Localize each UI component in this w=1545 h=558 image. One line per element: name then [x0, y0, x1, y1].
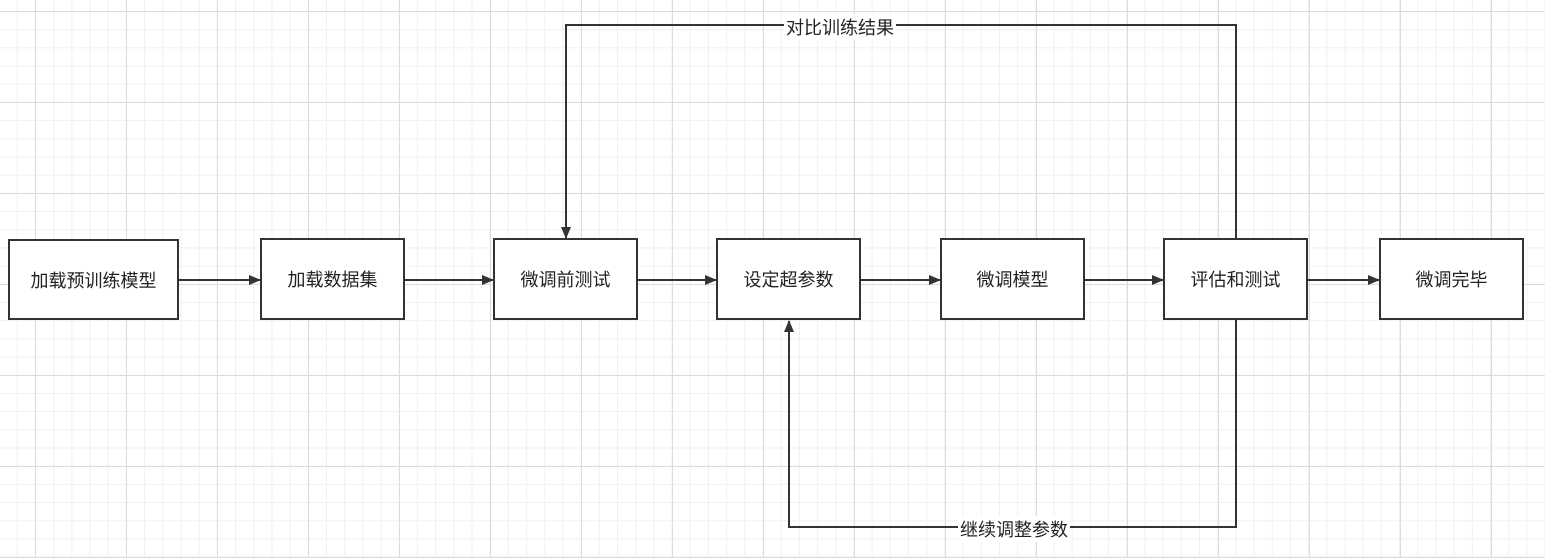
node-pre-finetune-test[interactable]: 微调前测试: [493, 238, 638, 320]
node-load-pretrained[interactable]: 加载预训练模型: [8, 239, 179, 320]
edge-label-compare-results: 对比训练结果: [784, 14, 896, 40]
node-load-dataset[interactable]: 加载数据集: [260, 238, 405, 320]
node-label: 评估和测试: [1190, 270, 1281, 291]
edge-evaluate-test-to-pre-finetune-test: [561, 24, 1237, 239]
node-set-hyperparams[interactable]: 设定超参数: [716, 238, 861, 320]
node-finetune-done[interactable]: 微调完毕: [1379, 238, 1524, 320]
node-label: 加载数据集: [287, 270, 378, 291]
edge-label-continue-adjust: 继续调整参数: [958, 516, 1070, 542]
node-evaluate-test[interactable]: 评估和测试: [1163, 238, 1308, 320]
node-label: 微调模型: [976, 270, 1049, 291]
node-label: 加载预训练模型: [30, 270, 157, 292]
node-label: 微调完毕: [1415, 270, 1488, 291]
node-label: 微调前测试: [520, 270, 611, 291]
node-label: 设定超参数: [743, 270, 834, 291]
edge-evaluate-test-to-set-hyperparams: [784, 320, 1237, 528]
node-finetune-model[interactable]: 微调模型: [940, 238, 1085, 320]
